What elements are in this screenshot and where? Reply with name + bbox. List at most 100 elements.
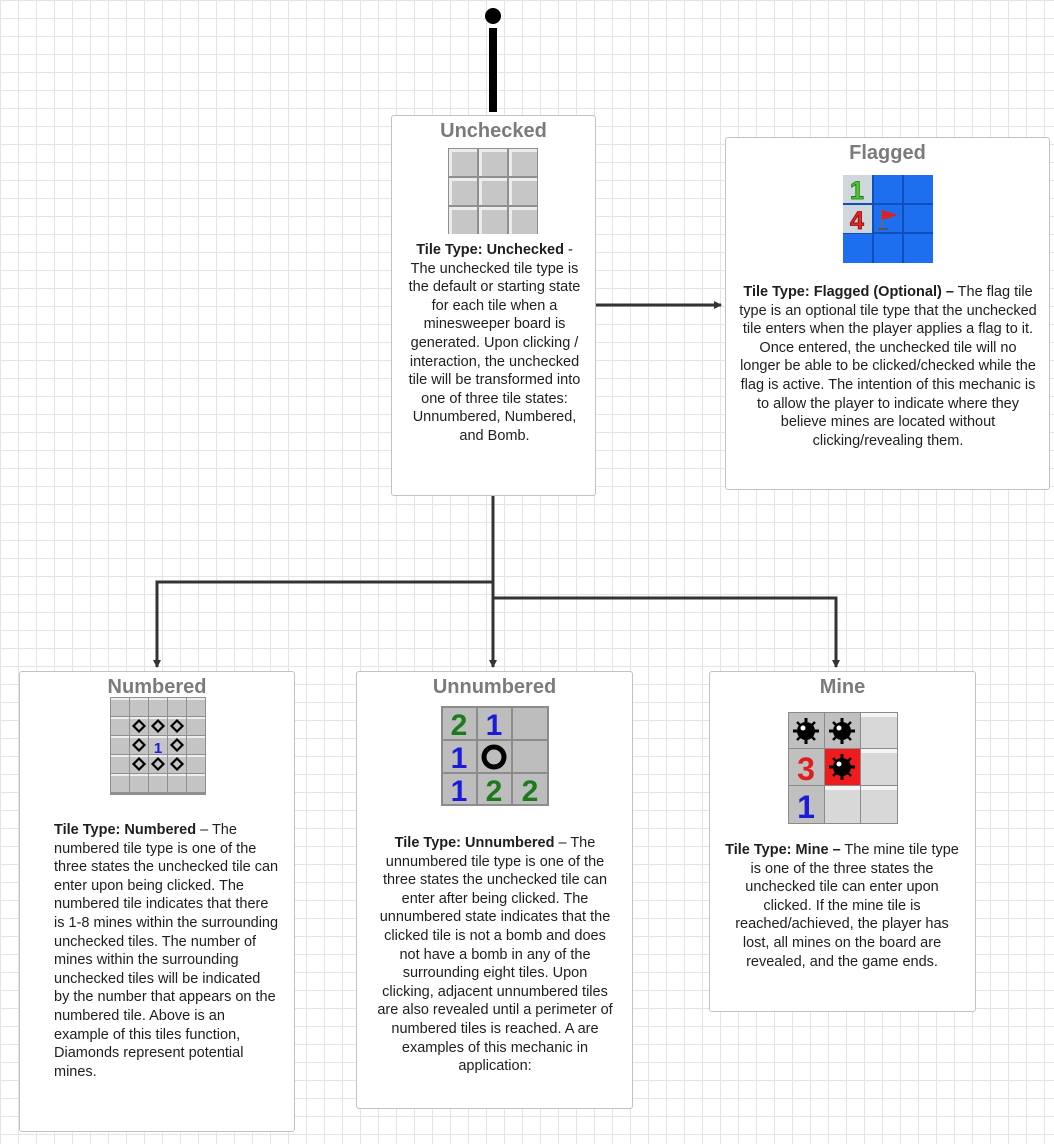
tile-highlight <box>449 207 452 234</box>
tile-highlight <box>149 774 167 776</box>
mine-title: Mine <box>819 676 866 698</box>
unchecked-tile <box>509 207 537 234</box>
mine-label: Tile Type: Mine – <box>725 842 841 858</box>
mine-icon <box>793 718 819 744</box>
numbered-grid-tile <box>111 698 129 716</box>
flagged-description: Tile Type: Flagged (Optional) – The flag… <box>738 283 1038 450</box>
arrow-to-numbered <box>153 580 493 668</box>
tile-highlight <box>449 178 477 181</box>
numbered-label: Tile Type: Numbered <box>54 822 197 838</box>
tile-highlight <box>479 178 482 205</box>
numbered-grid-tile <box>111 774 129 792</box>
tile-highlight <box>449 178 452 205</box>
flagged-label: Tile Type: Flagged (Optional) – <box>743 284 954 300</box>
tile-highlight <box>187 755 205 757</box>
numbered-grid-tile <box>187 736 205 754</box>
unnumbered-title: Unnumbered <box>432 676 557 698</box>
mine-number-3: 3 <box>797 751 815 787</box>
numbered-grid-tile <box>111 736 129 754</box>
tile-highlight <box>509 149 512 176</box>
tile-highlight <box>168 774 186 776</box>
diamond-icon <box>131 737 147 753</box>
numbered-text: – The numbered tile type is one of the t… <box>54 822 279 1080</box>
unnumbered-text: – The unnumbered tile type is one of the… <box>377 835 613 1075</box>
tile-highlight <box>168 717 186 719</box>
mine-description: Tile Type: Mine – The mine tile type is … <box>724 841 960 971</box>
flagged-number-4: 4 <box>850 207 864 235</box>
tile-highlight <box>168 736 186 738</box>
unchecked-label: Tile Type: Unchecked <box>416 242 564 258</box>
unchecked-tile <box>479 149 507 176</box>
numbered-tiles-icon: 1 <box>110 697 206 795</box>
tile-highlight <box>111 717 129 719</box>
diamond-icon <box>150 718 166 734</box>
unchecked-tile <box>449 149 477 176</box>
initial-state-dot <box>485 8 501 24</box>
unchecked-title: Unchecked <box>440 120 547 142</box>
tile-highlight <box>449 207 477 210</box>
tile-highlight <box>168 698 186 700</box>
flagged-number-1: 1 <box>850 177 864 205</box>
mine-icon <box>829 718 855 744</box>
mine-state[interactable]: Mine <box>709 671 976 1012</box>
numbered-grid-tile <box>168 736 186 754</box>
unnumbered-number: 1 <box>451 742 468 775</box>
unchecked-state[interactable]: Unchecked Tile Type: Unchecked - The unc… <box>391 115 596 496</box>
numbered-grid-tile <box>149 736 167 754</box>
numbered-grid-tile <box>149 774 167 792</box>
mine-text: The mine tile type is one of the three s… <box>735 842 959 970</box>
diamond-icon <box>169 737 185 753</box>
numbered-grid-tile <box>111 755 129 773</box>
numbered-grid-tile <box>130 774 148 792</box>
unnumbered-tiles-icon: 2 1 1 1 2 2 <box>441 706 549 806</box>
flagged-state[interactable]: Flagged 1 4 Tile Type: Flagged (Optional… <box>725 137 1050 490</box>
unchecked-tile <box>449 178 477 205</box>
tile-highlight <box>509 178 537 181</box>
tile-highlight <box>130 717 148 719</box>
mine-number-1: 1 <box>797 789 815 824</box>
unnumbered-description: Tile Type: Unnumbered – The unnumbered t… <box>375 834 615 1076</box>
numbered-grid-tile <box>130 736 148 754</box>
numbered-grid-tile <box>149 755 167 773</box>
numbered-grid-tile <box>130 717 148 735</box>
numbered-state[interactable]: Numbered 1 Tile Type: Numbered – The num… <box>19 671 295 1132</box>
numbered-grid-tile <box>168 774 186 792</box>
numbered-grid-tile <box>187 717 205 735</box>
tile-highlight <box>479 178 507 181</box>
tile-highlight <box>130 736 148 738</box>
empty-tile-marker-icon <box>481 744 507 770</box>
unnumbered-number: 1 <box>486 709 503 742</box>
numbered-grid-tile <box>187 774 205 792</box>
numbered-grid-tile <box>130 755 148 773</box>
numbered-grid-tile <box>187 698 205 716</box>
arrow-to-mine <box>493 596 840 668</box>
tile-highlight <box>149 755 167 757</box>
numbered-grid-tile <box>168 698 186 716</box>
flag-icon <box>878 210 898 230</box>
unnumbered-label: Tile Type: Unnumbered <box>394 835 555 851</box>
numbered-grid-tile <box>149 698 167 716</box>
unchecked-tile <box>479 178 507 205</box>
unchecked-tiles-icon <box>448 148 538 234</box>
numbered-title: Numbered <box>107 676 207 698</box>
unnumbered-state[interactable]: Unnumbered 2 1 1 1 2 2 Tile Type: Unnumb… <box>356 671 633 1109</box>
tile-highlight <box>130 698 148 700</box>
flagged-text: The flag tile type is an optional tile t… <box>739 284 1037 449</box>
unnumbered-number: 2 <box>486 775 503 806</box>
unchecked-tile <box>449 207 477 234</box>
tile-highlight <box>111 698 129 700</box>
numbered-grid-tile <box>187 755 205 773</box>
tile-highlight <box>449 149 452 176</box>
numbered-grid-tile <box>130 698 148 716</box>
unchecked-text: - The unchecked tile type is the default… <box>408 242 581 444</box>
tile-highlight <box>187 698 205 700</box>
diamond-icon <box>131 718 147 734</box>
tile-highlight <box>187 774 205 776</box>
unnumbered-number: 1 <box>451 775 468 806</box>
unchecked-description: Tile Type: Unchecked - The unchecked til… <box>402 241 587 446</box>
unchecked-tile <box>479 207 507 234</box>
numbered-grid-tile <box>168 755 186 773</box>
unchecked-tile <box>509 149 537 176</box>
unnumbered-number: 2 <box>522 775 539 806</box>
mine-tiles-icon: 3 1 <box>788 712 898 824</box>
